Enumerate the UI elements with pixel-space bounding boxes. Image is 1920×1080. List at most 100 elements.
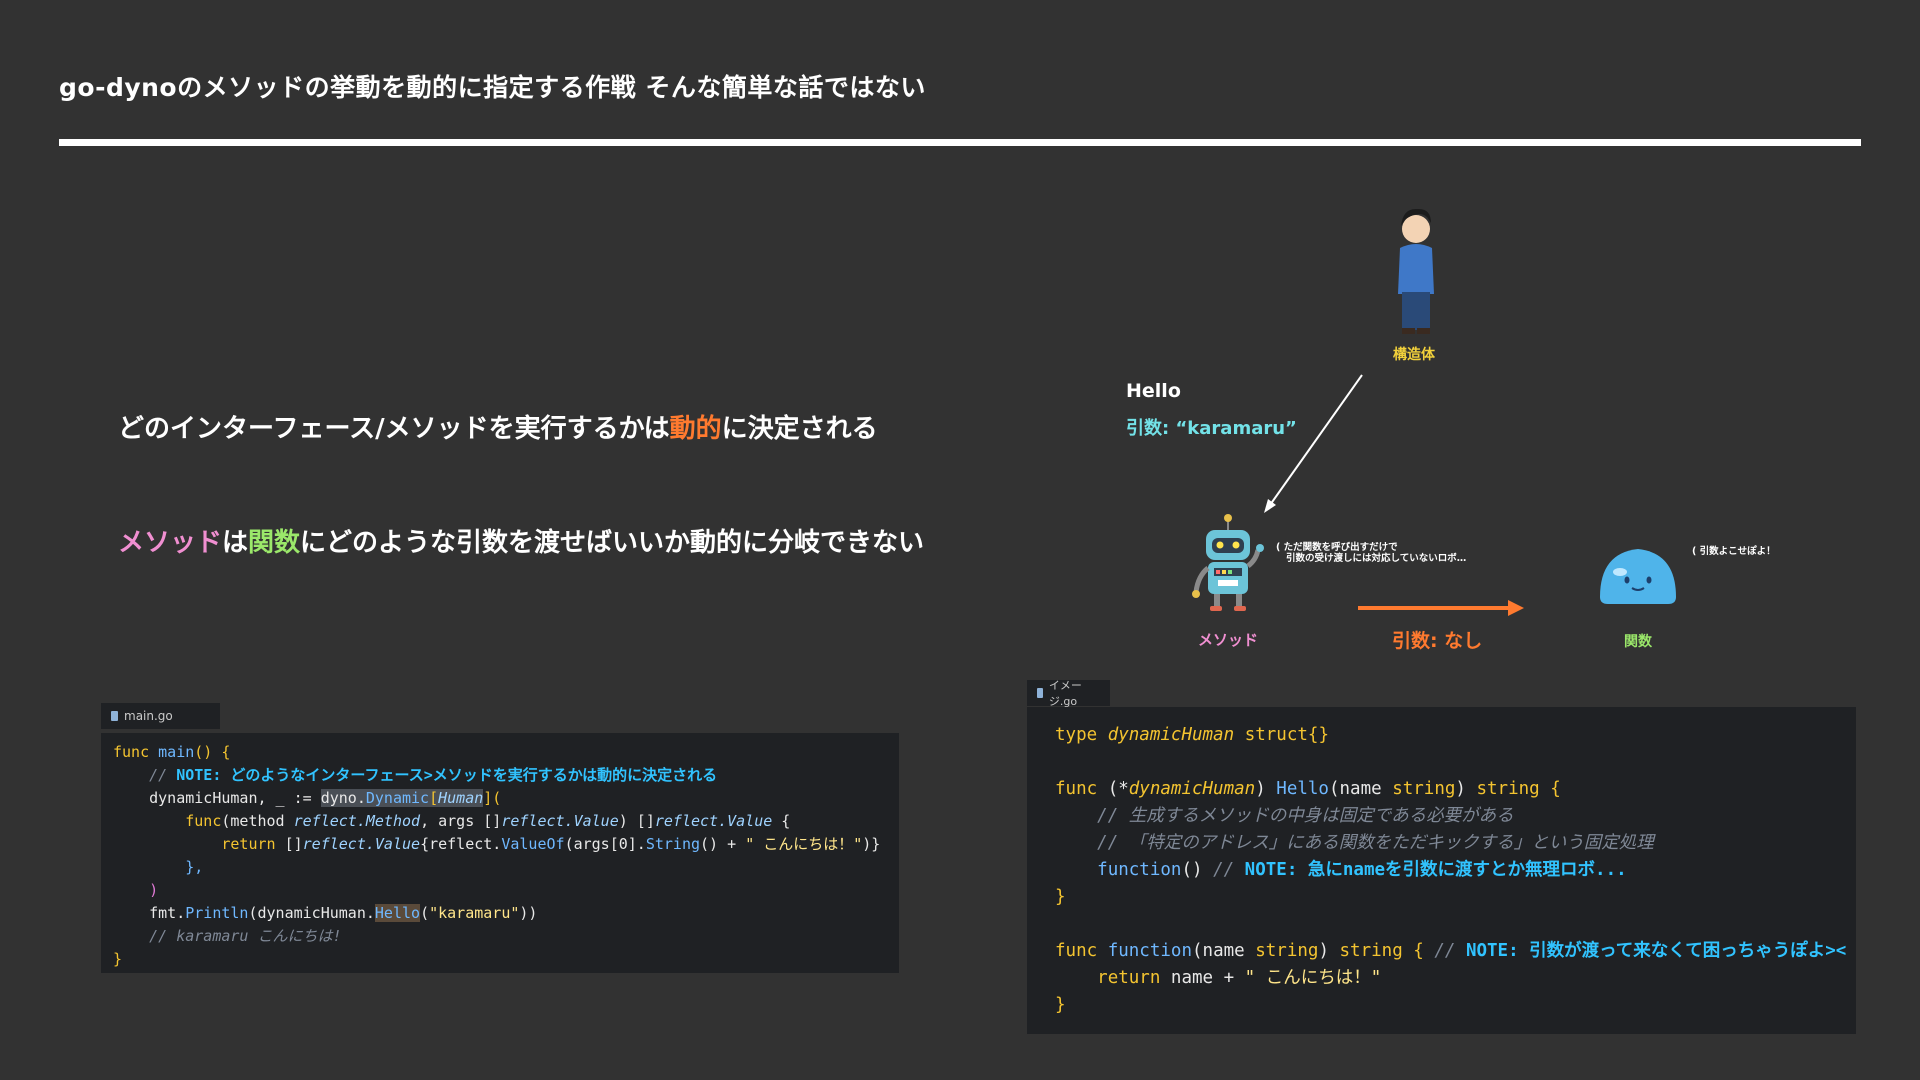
call-arrowhead [1264,499,1276,513]
code-token: ) [] [618,812,655,830]
code-token: [] [275,835,303,853]
code-token: func [113,743,150,761]
code-block-image-go: type dynamicHuman struct{} func (*dynami… [1027,707,1856,1034]
file-tab-label: イメージ.go [1048,679,1082,708]
code-line: type dynamicHuman struct{} [1055,722,1828,749]
code-token: Hello [374,904,421,922]
code-token: (* [1097,779,1129,799]
code-token: ( [420,904,430,922]
code-token: main [158,743,195,761]
file-icon [1037,688,1043,698]
code-note: NOTE: 引数が渡って来なくて困っちゃうぽよ>< [1465,941,1847,961]
slime-speech-bubble: ( 引数よこせぽよ！ [1692,546,1776,557]
code-token: (args[0]. [564,835,646,853]
code-note: NOTE: どのようなインターフェース>メソッドを実行するかは動的に決定される [176,766,718,784]
code-token: [ [429,789,439,807]
code-token: , args [] [420,812,502,830]
code-note: NOTE: 急にnameを引数に渡すとか無理ロボ... [1244,860,1627,880]
code-token: Human [438,789,484,807]
title-divider [59,139,1861,146]
point-dynamic-decision: どのインターフェース/メソッドを実行するかは動的に決定される [118,408,878,445]
struct-label: 構造体 [1393,347,1435,363]
file-icon [111,711,118,721]
point-text: に決定される [721,414,878,444]
no-arg-arrowhead [1508,600,1524,616]
code-token: Hello [1276,779,1329,799]
method-call-name: Hello [1126,380,1181,402]
robot-icon [1192,514,1264,611]
code-string: " こんにちは！" [1244,968,1382,988]
code-line: ) [113,879,887,902]
point-text: にどのような引数を渡せばいいか動的に分岐できない [300,528,925,558]
code-token: dynamicHuman [1107,725,1235,745]
code-token: dyno. [320,789,366,807]
code-line: return name + " こんにちは！" [1055,965,1828,992]
code-line: dynamicHuman, _ := dyno.Dynamic[Human]( [113,787,887,810]
code-token: reflect.Value [654,812,773,830]
code-token: dynamicHuman [1128,779,1256,799]
code-line: } [1055,884,1828,911]
code-token: reflect.Value [501,812,619,830]
method-label: メソッド [1198,631,1259,649]
slime-icon [1600,549,1676,604]
code-line: fmt.Println(dynamicHuman.Hello("karamaru… [113,902,887,925]
code-token: )) [519,904,538,922]
code-token: return [221,835,276,853]
code-token: ]( [483,789,502,807]
code-token: string [1392,779,1456,799]
code-token: Println [185,904,249,922]
code-token: {} [1307,725,1329,745]
code-token: ValueOf [501,835,565,853]
arg-prefix: 引数: [1126,418,1176,439]
call-arrow [1269,374,1363,506]
code-line: function() // NOTE: 急にnameを引数に渡すとか無理ロボ..… [1055,857,1828,884]
code-token: func [185,812,222,830]
code-token: fmt. [149,904,186,922]
code-token: reflect.Value [302,835,421,853]
code-token: (name [1192,941,1256,961]
code-token: (dynamicHuman. [248,904,375,922]
code-string: " こんにちは！" [745,835,863,853]
code-token: () + [700,835,746,853]
code-token: return [1097,968,1161,988]
point-argument-branching: メソッドは関数にどのような引数を渡せばいいか動的に分岐できない [118,522,924,559]
code-token: { [772,812,791,830]
code-token: } [1055,887,1066,907]
code-line: return []reflect.Value{reflect.ValueOf(a… [113,833,887,856]
code-line: func(method reflect.Method, args []refle… [113,810,887,833]
code-token: ) [1455,779,1477,799]
code-token: name + [1160,968,1245,988]
code-token: } [113,950,123,968]
code-line: }, [113,856,887,879]
code-token: func [1055,779,1098,799]
code-token: { [1402,941,1435,961]
code-token: ) [149,881,159,899]
code-token: {reflect. [420,835,502,853]
slide-title: go-dynoのメソッドの挙動を動的に指定する作戦 そんな簡単な話ではない [59,73,926,102]
code-token: struct [1244,725,1308,745]
code-token: Dynamic [365,789,430,807]
code-line: } [113,948,887,971]
point-highlight-method: メソッド [118,528,223,558]
method-call-argument: 引数: “karamaru” [1126,414,1297,440]
code-comment: // 「特定のアドレス」にある関数をただキックする」という固定処理 [1097,833,1654,853]
point-highlight: 動的 [669,414,722,444]
code-token: String [645,835,701,853]
code-line: // NOTE: どのようなインターフェース>メソッドを実行するかは動的に決定さ… [113,764,887,787]
file-tab-image-go[interactable]: イメージ.go [1027,679,1110,708]
code-token: ) [1255,779,1277,799]
code-comment: // [149,766,177,784]
file-tab-main-go[interactable]: main.go [101,703,220,729]
code-comment: // [1434,941,1466,961]
code-token: (name [1328,779,1393,799]
code-token: string [1339,941,1403,961]
code-token: () { [194,743,231,761]
code-line: // 「特定のアドレス」にある関数をただキックする」という固定処理 [1055,830,1828,857]
code-comment: // [1213,860,1245,880]
code-token: )} [862,835,881,853]
code-token: }, [185,858,204,876]
code-line: // 生成するメソッドの中身は固定である必要がある [1055,803,1828,830]
point-text: は [222,528,249,558]
code-line: func main() { [113,741,887,764]
